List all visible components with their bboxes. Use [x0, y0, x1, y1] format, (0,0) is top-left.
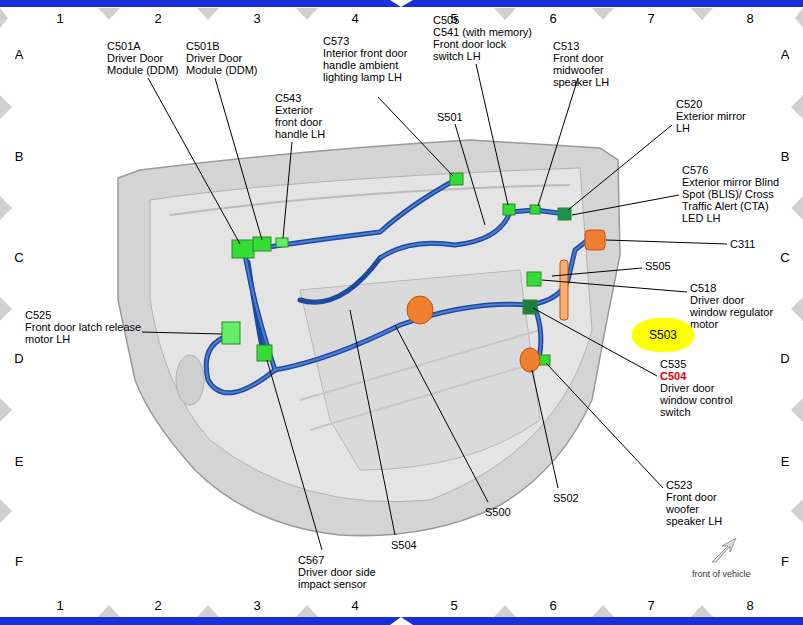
- node-text: S503: [649, 328, 677, 342]
- splice-number: S505: [645, 260, 671, 272]
- grid-number: 8: [740, 598, 760, 613]
- highlight-blob: S503: [632, 318, 694, 352]
- callout-text: Driver Door Module (DDM): [107, 52, 187, 76]
- callout-text: Exterior front door handle LH: [275, 104, 337, 140]
- grid-letter: D: [10, 351, 28, 366]
- callout-number: C518: [690, 282, 716, 294]
- grid-letter: A: [10, 47, 28, 62]
- orientation-note: front of vehicle: [692, 569, 751, 580]
- grid-letter: C: [776, 250, 794, 265]
- grid-number: 4: [345, 11, 365, 26]
- callout-number: C311: [730, 238, 755, 250]
- grid-number: 6: [543, 11, 563, 26]
- grid-number: 3: [247, 11, 267, 26]
- grid-letter: A: [776, 47, 794, 62]
- callout-number: C525: [25, 309, 51, 321]
- grid-letter: C: [10, 250, 28, 265]
- grid-letter: B: [10, 149, 28, 164]
- callout-number: C520: [676, 98, 702, 110]
- callout-text: Interior front door handle ambient light…: [323, 47, 413, 83]
- grid-number: 7: [641, 598, 661, 613]
- grid-letter: D: [776, 351, 794, 366]
- callout-number: C501A: [107, 40, 141, 52]
- grid-number: 6: [543, 598, 563, 613]
- grid-number: 5: [444, 598, 464, 613]
- grid-number: 7: [641, 11, 661, 26]
- callout-number: C504: [660, 370, 686, 382]
- callout-number: C567: [298, 554, 324, 566]
- callout-text: Front door lock switch LH: [433, 38, 515, 62]
- grid-letter: E: [776, 454, 794, 469]
- grid-letter: B: [776, 149, 794, 164]
- callout-text: Exterior mirror LH: [676, 110, 748, 134]
- callout-number: C501B: [186, 40, 220, 52]
- grid-number: 8: [740, 11, 760, 26]
- callout-text: Front door woofer speaker LH: [666, 491, 738, 527]
- callout-number: C576: [682, 164, 708, 176]
- callout-text: Front door latch release motor LH: [25, 321, 143, 345]
- callout-number: C523: [666, 479, 692, 491]
- callout-text: Driver door window regulator motor: [690, 294, 782, 330]
- grid-number: 2: [148, 598, 168, 613]
- callout-number: C535: [660, 358, 686, 370]
- callout-text: Driver Door Module (DDM): [186, 52, 264, 76]
- grid-letter: F: [776, 554, 794, 569]
- callout-text: Driver door window control switch: [660, 382, 752, 418]
- grid-number: 1: [50, 598, 70, 613]
- callout-number: C541 (with memory): [433, 26, 532, 38]
- callout-text: Driver door side impact sensor: [298, 566, 394, 590]
- splice-number: S504: [391, 539, 417, 551]
- callout-number: C543: [275, 92, 301, 104]
- callout-number: C505: [433, 14, 459, 26]
- grid-number: 3: [247, 598, 267, 613]
- callout-text: Exterior mirror Blind Spot (BLIS)/ Cross…: [682, 176, 792, 224]
- grid-letter: F: [10, 554, 28, 569]
- callout-number: C573: [323, 35, 349, 47]
- splice-number: S500: [485, 506, 511, 518]
- grid-number: 1: [50, 11, 70, 26]
- callout-number: C513: [553, 40, 579, 52]
- callout-text: Front door midwoofer speaker LH: [553, 52, 617, 88]
- grid-number: 4: [345, 598, 365, 613]
- splice-number: S501: [437, 111, 463, 123]
- splice-number: S502: [553, 492, 579, 504]
- grid-number: 2: [148, 11, 168, 26]
- grid-letter: E: [10, 454, 28, 469]
